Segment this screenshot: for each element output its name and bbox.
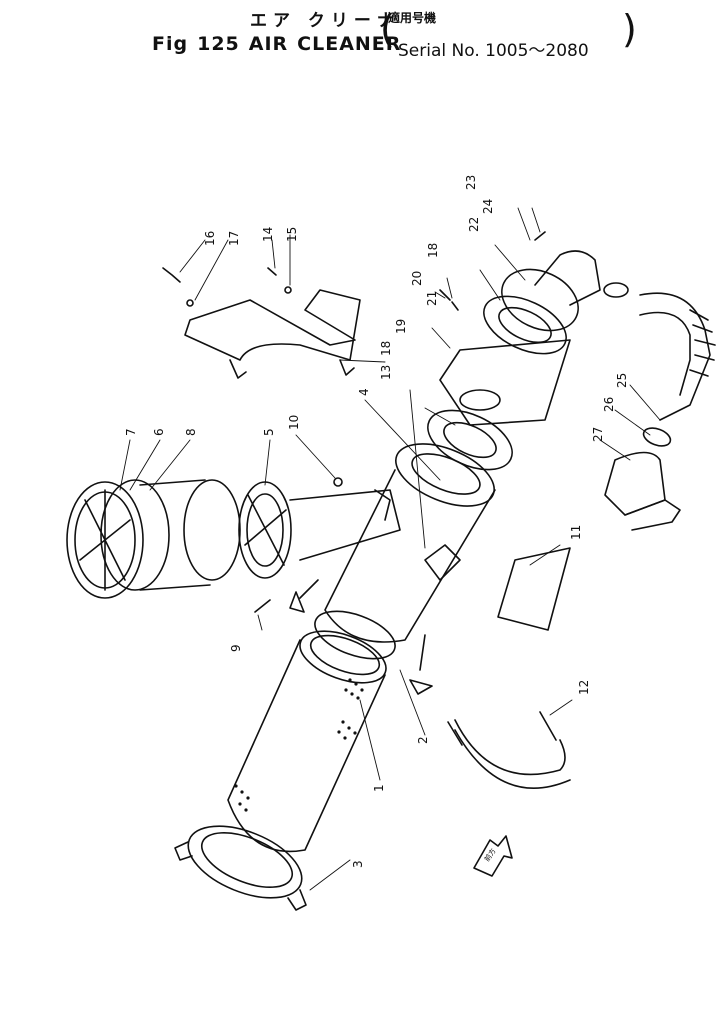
callout-16: 16	[203, 231, 217, 246]
callout-14: 14	[261, 227, 275, 242]
callout-26: 26	[602, 397, 616, 412]
callout-5: 5	[262, 428, 276, 436]
title-japanese: エア クリーナ	[250, 11, 400, 31]
elbow-pipe	[604, 451, 681, 531]
callout-8: 8	[184, 428, 198, 436]
callout-20: 20	[410, 271, 424, 286]
band-bolts	[447, 711, 557, 746]
mounting-band	[454, 719, 571, 789]
callout-18-lower: 18	[379, 341, 393, 356]
gasket-upper	[483, 295, 567, 355]
callout-9: 9	[229, 644, 243, 652]
title-cleaner: CLEANER	[297, 33, 402, 55]
title-air: AIR	[248, 33, 289, 55]
caution-plate	[497, 547, 571, 631]
callout-15: 15	[285, 227, 299, 242]
callout-1: 1	[372, 784, 386, 792]
front-direction-arrow: 前方	[473, 835, 513, 877]
figure-title: Fig 125 AIR CLEANER	[152, 33, 410, 55]
callout-6: 6	[152, 428, 166, 436]
hose-clamp-upper	[603, 282, 629, 298]
bottom-cap	[174, 825, 307, 911]
element-body	[227, 630, 387, 853]
vane-assembly	[238, 481, 401, 579]
cleaner-housing	[324, 443, 496, 643]
elbow-flange	[501, 250, 601, 332]
seal-ring	[314, 610, 396, 660]
callout-24: 24	[481, 199, 495, 214]
callout-10: 10	[287, 415, 301, 430]
serial-japanese-label: 適用号機	[388, 11, 437, 25]
hose-clamp-lower	[642, 427, 672, 447]
callout-23: 23	[464, 175, 478, 190]
fig-label: Fig	[152, 33, 189, 55]
callout-27: 27	[591, 427, 605, 442]
callout-3: 3	[351, 860, 365, 868]
callout-18-upper: 18	[426, 243, 440, 258]
small-bolts	[162, 231, 546, 613]
callout-12: 12	[577, 680, 591, 695]
close-parenthesis: )	[622, 7, 637, 51]
gasket-lower	[427, 409, 513, 471]
callout-4: 4	[357, 388, 371, 396]
callout-11: 11	[569, 525, 583, 540]
callout-2: 2	[416, 736, 430, 744]
filter-element	[66, 479, 241, 599]
callout-13: 13	[379, 365, 393, 380]
callout-25: 25	[615, 373, 629, 388]
callout-21: 21	[425, 291, 439, 306]
callout-17: 17	[227, 231, 241, 246]
callout-22: 22	[467, 217, 481, 232]
callout-numbers: 1 2 3 4 5 6 7 8 9 10 11 12 13 14 15 16 1…	[124, 175, 629, 868]
adaptor	[439, 339, 571, 426]
serial-range: Serial No. 1005～2080	[398, 41, 589, 61]
leader-lines	[119, 207, 661, 891]
upper-bracket	[184, 289, 361, 379]
wing-bolts	[289, 544, 461, 695]
open-parenthesis: (	[380, 7, 395, 51]
fig-number: 125	[197, 33, 240, 55]
callout-7: 7	[124, 428, 138, 436]
callout-19: 19	[394, 319, 408, 334]
body-perforations	[234, 678, 364, 812]
flexible-hose	[639, 292, 716, 421]
